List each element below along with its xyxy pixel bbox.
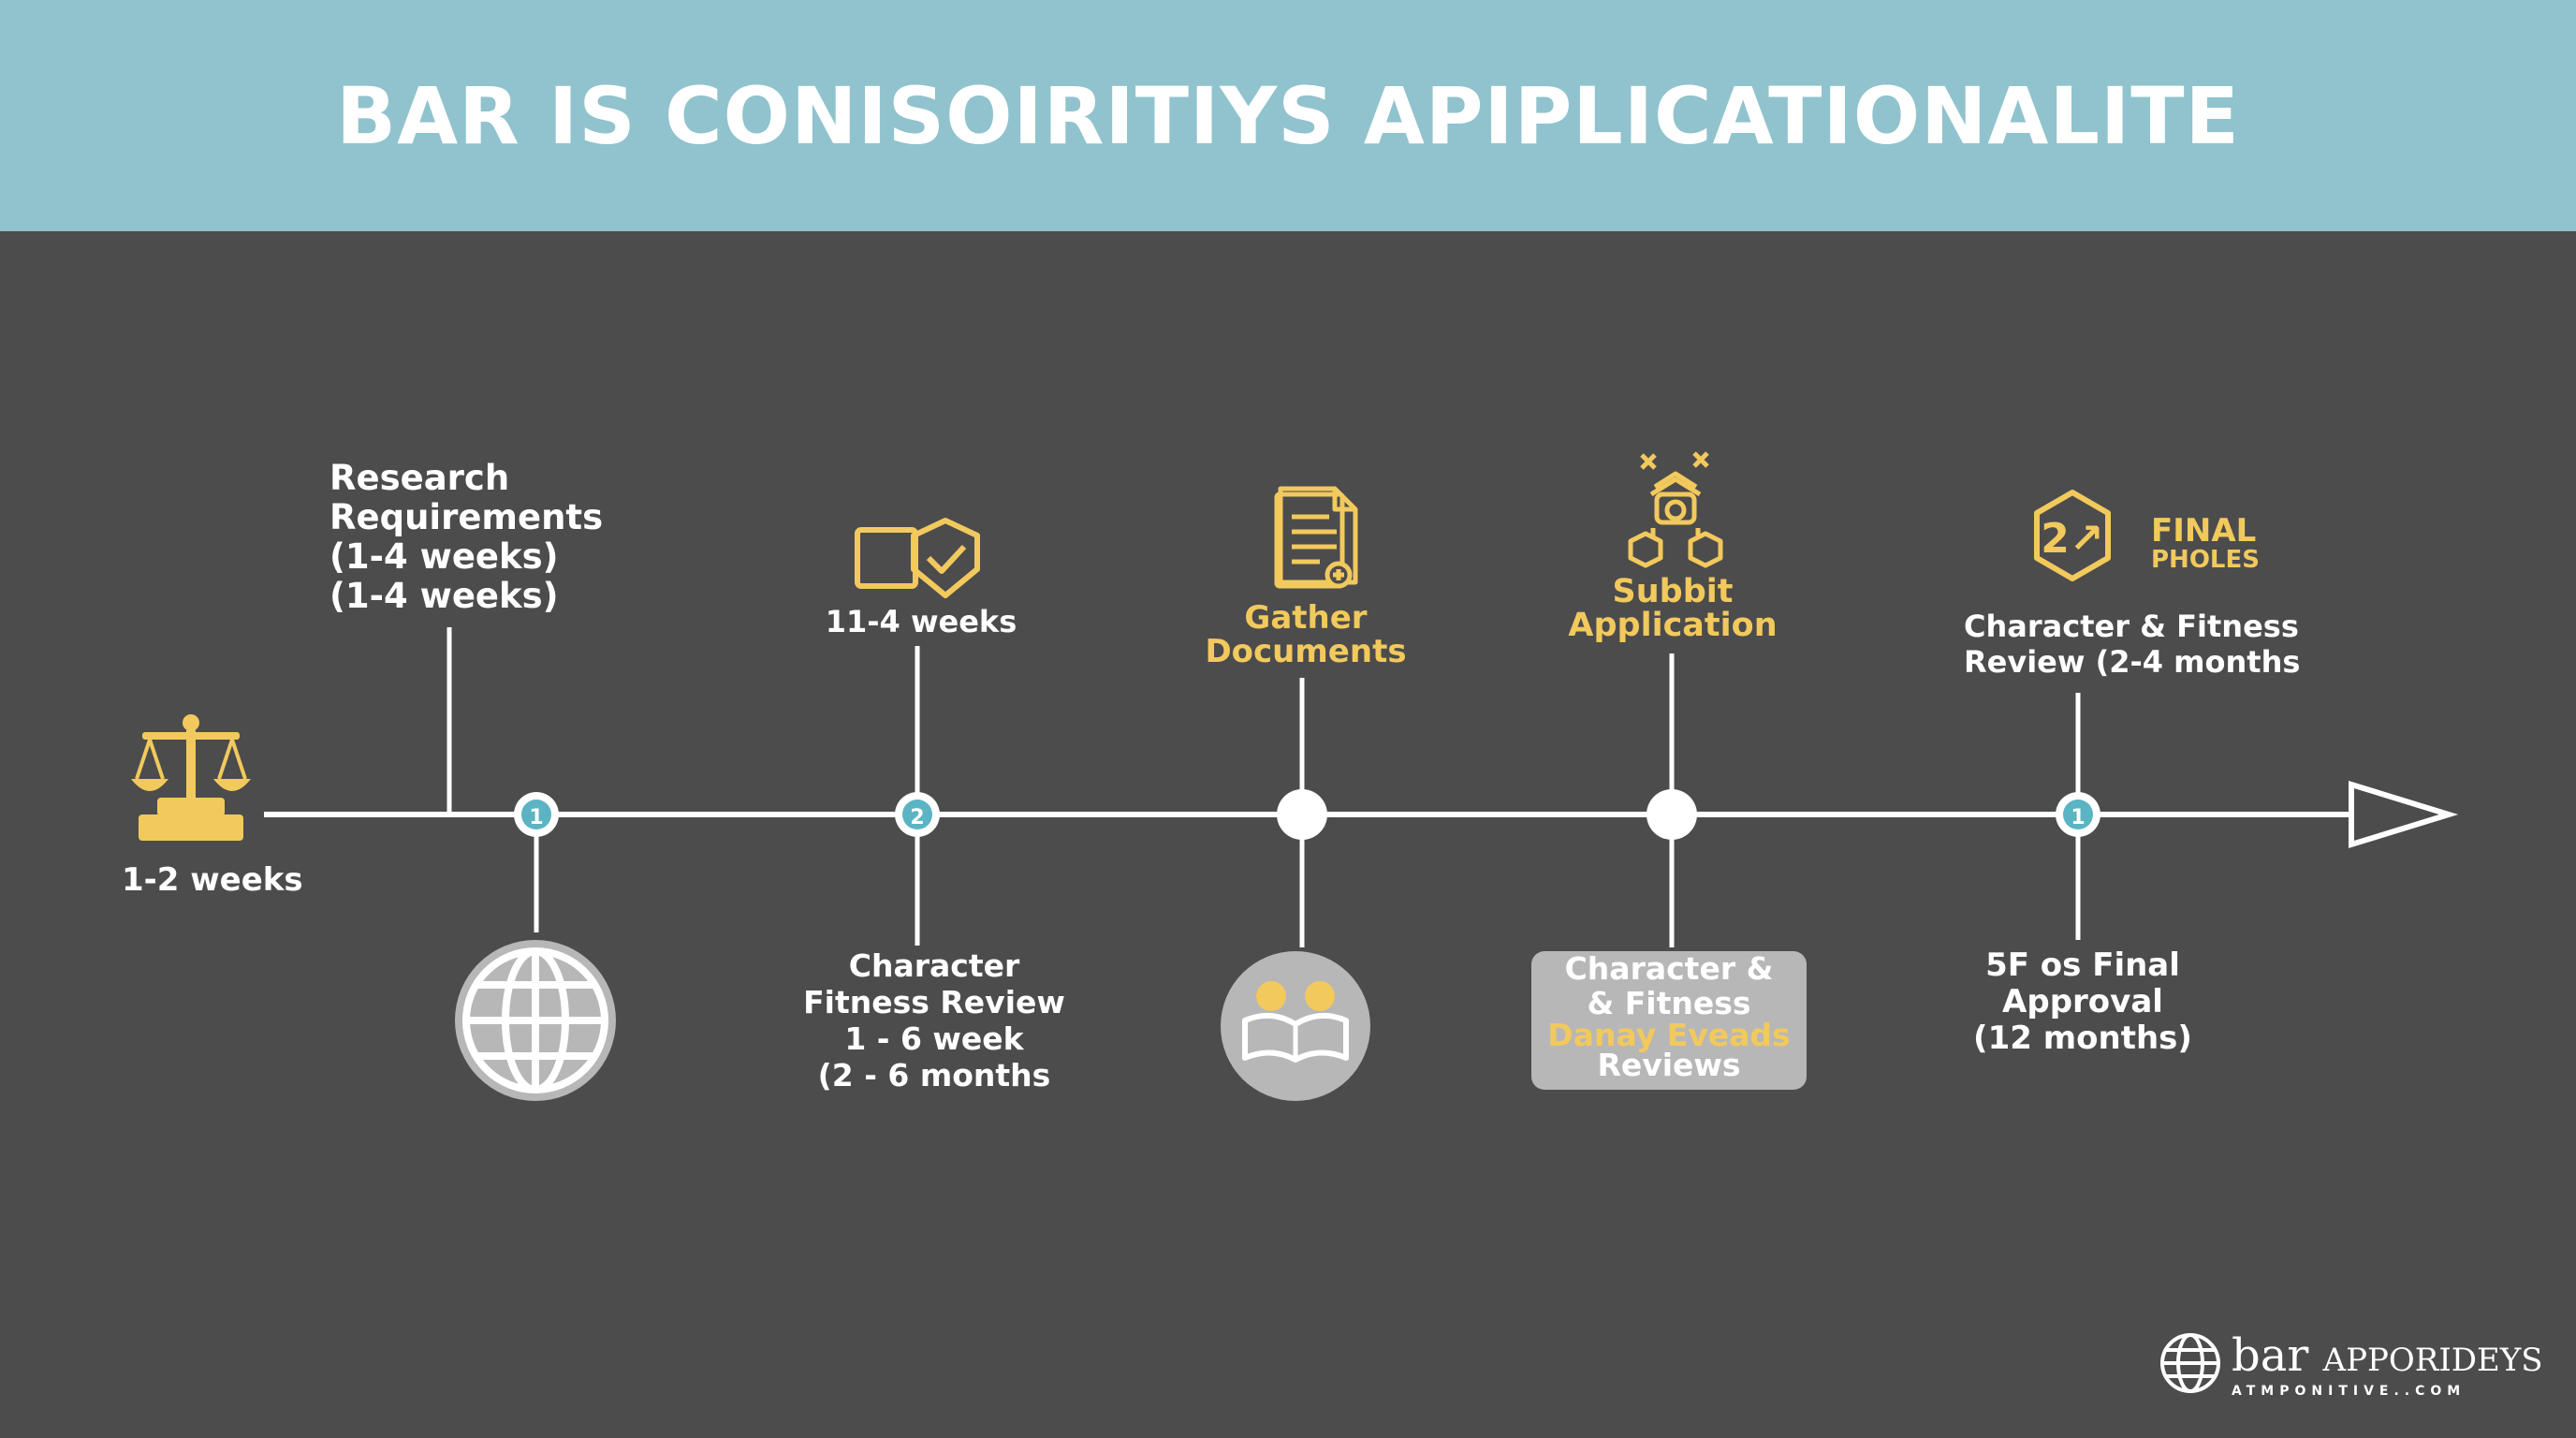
review-line-2: & Fitness: [1587, 985, 1751, 1021]
header-banner: BAR IS CONISOIRITIYS APIPLICATIONALITE: [0, 0, 2576, 231]
review-box: Character & & Fitness Danay Eveads Revie…: [1531, 951, 1807, 1090]
brand-name: bar APPORIDEYS: [2232, 1329, 2543, 1382]
book-readers-icon: [1221, 951, 1370, 1101]
badge-glyph: 2↗: [2041, 515, 2103, 563]
final-badge-line2: PHOLES: [2151, 546, 2260, 574]
review-line-4: Reviews: [1597, 1047, 1741, 1083]
brand-name-main: bar: [2232, 1329, 2309, 1382]
node-5-number: 1: [2071, 806, 2085, 829]
gather-documents-label: Gather Documents: [1205, 599, 1407, 670]
timeline-node-3: [1277, 789, 1327, 840]
globe-icon: [455, 940, 616, 1101]
timeline-node-2: 2: [895, 792, 940, 837]
research-requirements-label: Research Requirements (1-4 weeks) (1-4 w…: [329, 458, 604, 616]
start-duration-label: 1-2 weeks: [122, 861, 303, 899]
scales-icon: [131, 714, 251, 841]
timeline-node-5: 1: [2056, 792, 2100, 837]
submit-application-label: Subbit Application: [1568, 573, 1778, 644]
brand-name-rest: APPORIDEYS: [2322, 1342, 2543, 1379]
node-2-number: 2: [910, 806, 924, 829]
brand-domain: ATMPONITIVE..COM: [2232, 1384, 2466, 1399]
review-line-3: Danay Eveads: [1547, 1017, 1791, 1053]
final-approval-label: 5F os Final Approval (12 months): [1973, 946, 2192, 1057]
step2-duration-label: 11-4 weeks: [825, 604, 1017, 639]
page-title: BAR IS CONISOIRITIYS APIPLICATIONALITE: [336, 69, 2240, 162]
timeline-node-4: [1647, 789, 1697, 840]
character-fitness-bottom-label: Character Fitness Review 1 - 6 week (2 -…: [803, 947, 1065, 1093]
timeline-node-1: 1: [514, 792, 559, 837]
checkbox-icon: [855, 518, 980, 598]
network-icon: [1628, 451, 1723, 568]
fitness-review-top-label: Character & Fitness Review (2-4 months: [1964, 609, 2301, 680]
timeline-arrowhead: [2349, 780, 2459, 849]
brand-globe-icon: [2160, 1333, 2220, 1393]
hexagon-badge-icon: 2↗ FINAL PHOLES: [2034, 490, 2260, 581]
final-badge-line1: FINAL: [2151, 512, 2256, 550]
document-icon: [1274, 486, 1358, 589]
node-1-number: 1: [529, 806, 543, 829]
review-line-1: Character &: [1564, 950, 1774, 987]
